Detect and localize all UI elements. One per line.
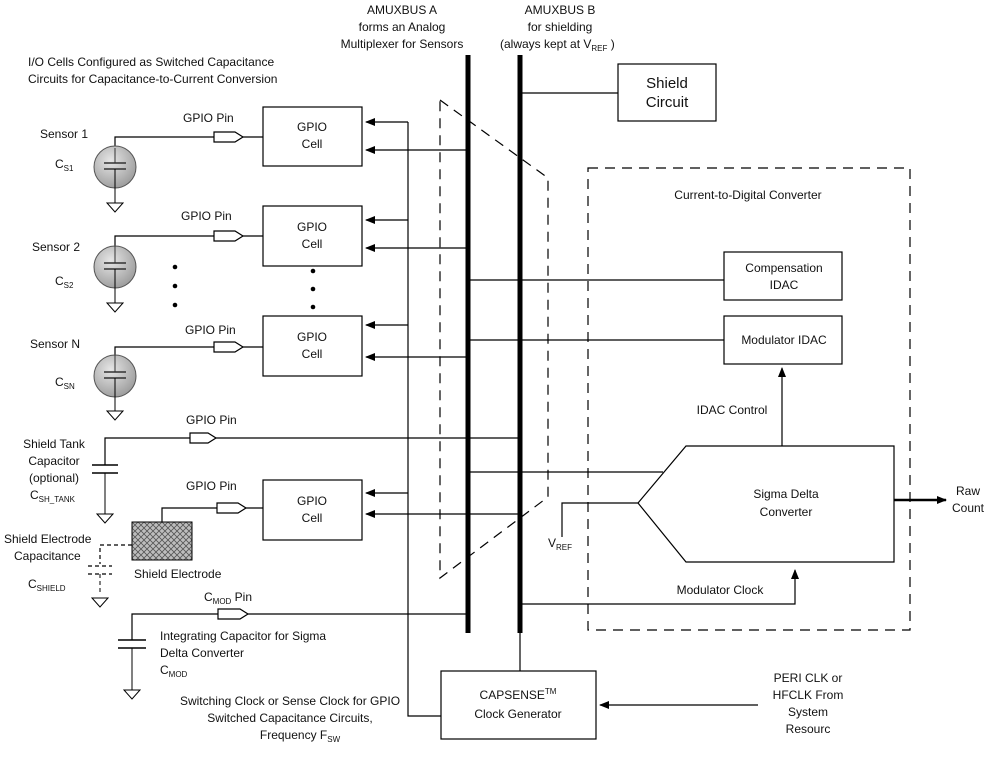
- gpio-pin-label-n: GPIO Pin: [185, 323, 236, 337]
- svg-text:Cell: Cell: [302, 347, 323, 361]
- gpio-pin-1-shape: [213, 131, 245, 143]
- sensor-2-wire: [114, 235, 214, 246]
- gpio-cell-1: GPIO Cell: [262, 106, 363, 167]
- svg-text:GPIO: GPIO: [297, 494, 327, 508]
- compensation-idac-label-2: IDAC: [770, 278, 799, 292]
- switching-clock-wire: [407, 146, 441, 717]
- peri-clk-label-1: PERI CLK or: [774, 671, 843, 685]
- svg-text:GPIO: GPIO: [297, 330, 327, 344]
- shield-tank-label-1: Shield Tank: [23, 437, 86, 451]
- gpio-pin-label-tank: GPIO Pin: [186, 413, 237, 427]
- svg-text:GPIO: GPIO: [297, 220, 327, 234]
- cshield-label: CSHIELD: [28, 577, 66, 593]
- gpio-cell-shield: GPIO Cell: [262, 479, 363, 541]
- peri-clk-label-4: Resourc: [786, 722, 831, 736]
- csn-label: CSN: [55, 375, 75, 391]
- sensor-2-label: Sensor 2: [32, 240, 80, 254]
- io-cells-title-line1: I/O Cells Configured as Switched Capacit…: [28, 55, 274, 69]
- shield-circuit-box: [617, 63, 717, 122]
- modulator-clock-wire: [520, 569, 799, 605]
- cs1-label: CS1: [55, 157, 74, 173]
- amuxbus-a-label-2: forms an Analog: [359, 20, 446, 34]
- peri-clk-label-2: HFCLK From: [773, 688, 844, 702]
- shield-electrode-cap-label-2: Capacitance: [14, 549, 81, 563]
- clock-generator-box: [440, 670, 597, 740]
- sigma-delta-label-2: Converter: [760, 505, 813, 519]
- cmod-pin-label: CMOD Pin: [204, 590, 252, 606]
- vref-label: VREF: [548, 536, 572, 552]
- peri-clk-label-3: System: [788, 705, 828, 719]
- svg-text:Cell: Cell: [302, 137, 323, 151]
- gpio-pin-label-shield: GPIO Pin: [186, 479, 237, 493]
- gpio-cell-2: GPIO Cell: [262, 205, 363, 267]
- vref-to-sigma-delta-wire: [561, 502, 638, 537]
- sensor-n-label: Sensor N: [30, 337, 80, 351]
- modulator-clock-label: Modulator Clock: [677, 583, 765, 597]
- shield-circuit-label-2: Circuit: [646, 94, 689, 111]
- amuxbus-b-label-1: AMUXBUS B: [525, 3, 596, 17]
- sensor-n-electrode: [93, 354, 137, 421]
- cmod-capacitor: [118, 639, 146, 700]
- integrating-cap-label-2: Delta Converter: [160, 646, 244, 660]
- csh-tank-label: CSH_TANK: [30, 488, 76, 504]
- shield-tank-wire: [104, 437, 190, 465]
- sigma-delta-converter-block: [637, 445, 895, 563]
- gpio-pin-2-shape: [213, 230, 245, 242]
- shield-tank-capacitor: [92, 464, 118, 524]
- cmod-wire: [131, 613, 218, 640]
- switching-clock-label-1: Switching Clock or Sense Clock for GPIO: [180, 694, 400, 708]
- mux-outline: [439, 98, 549, 580]
- gpio-pin-label-1: GPIO Pin: [183, 111, 234, 125]
- gpio-cell-n: GPIO Cell: [262, 315, 363, 377]
- compensation-idac-label-1: Compensation: [745, 261, 822, 275]
- shield-electrode-dashed-wire: [99, 544, 132, 564]
- clock-generator-label-2: Clock Generator: [474, 707, 561, 721]
- cell-ellipsis: [310, 268, 316, 310]
- sensor-2-electrode: [93, 245, 137, 313]
- switching-clock-label-2: Switched Capacitance Circuits,: [207, 711, 372, 725]
- amuxbus-a-label-3: Multiplexer for Sensors: [341, 37, 464, 51]
- shield-electrode-label: Shield Electrode: [134, 567, 222, 581]
- integrating-cap-label-1: Integrating Capacitor for Sigma: [160, 629, 326, 643]
- shield-electrode: [131, 521, 193, 561]
- compensation-idac-box: [723, 251, 843, 301]
- shield-electrode-capacitance: [88, 565, 112, 608]
- sensor-1-electrode: [93, 145, 137, 213]
- sigma-delta-label-1: Sigma Delta: [753, 487, 819, 501]
- shield-tank-label-3: (optional): [29, 471, 79, 485]
- amuxbus-b-label-3: (always kept at VREF ): [500, 37, 615, 53]
- gpio-pin-label-2: GPIO Pin: [181, 209, 232, 223]
- amuxbus-b-label-2: for shielding: [528, 20, 593, 34]
- raw-count-label-1: Raw: [956, 484, 980, 498]
- switching-clock-label-3: Frequency FSW: [260, 728, 341, 744]
- sensor-1-wire: [114, 136, 214, 148]
- modulator-idac-box: [723, 315, 843, 365]
- clock-generator-label-1: CAPSENSETM: [480, 687, 557, 702]
- shield-circuit-label-1: Shield: [646, 75, 688, 92]
- cs2-label: CS2: [55, 274, 74, 290]
- raw-count-label-2: Count: [952, 501, 985, 515]
- cmod-label: CMOD: [160, 663, 188, 679]
- io-cells-title-line2: Circuits for Capacitance-to-Current Conv…: [28, 72, 277, 86]
- cmod-pin-shape: [217, 608, 250, 620]
- gpio-pin-n-shape: [213, 341, 245, 353]
- svg-text:GPIO: GPIO: [297, 120, 327, 134]
- idac-control-label: IDAC Control: [697, 403, 768, 417]
- shield-tank-label-2: Capacitor: [28, 454, 79, 468]
- sensor-n-wire: [114, 346, 214, 355]
- shield-electrode-cap-label-1: Shield Electrode: [4, 532, 92, 546]
- cdc-boundary: [587, 167, 911, 631]
- sensor-1-label: Sensor 1: [40, 127, 88, 141]
- cdc-title: Current-to-Digital Converter: [674, 188, 821, 202]
- svg-text:Cell: Cell: [302, 511, 323, 525]
- shield-electrode-wire: [161, 507, 217, 522]
- sensor-ellipsis: [172, 264, 178, 308]
- modulator-idac-label: Modulator IDAC: [741, 333, 827, 347]
- gpio-pin-shield-shape: [216, 502, 248, 514]
- svg-text:Cell: Cell: [302, 237, 323, 251]
- amuxbus-a-label-1: AMUXBUS A: [367, 3, 437, 17]
- gpio-pin-tank-shape: [189, 432, 218, 444]
